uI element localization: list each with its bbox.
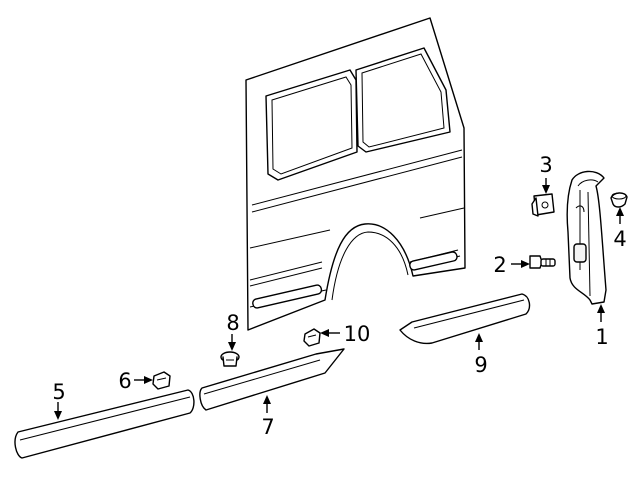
moulding-part-5 xyxy=(14,389,195,459)
side-window-rear xyxy=(355,47,451,153)
callout-1: 1 xyxy=(595,325,608,349)
callout-8: 8 xyxy=(226,311,239,335)
clip-nut-part xyxy=(531,193,555,217)
callout-5: 5 xyxy=(52,380,65,404)
clip-part-6 xyxy=(152,371,171,390)
callout-3: 3 xyxy=(539,153,552,177)
callout-9: 9 xyxy=(474,353,487,377)
callout-7: 7 xyxy=(261,415,274,439)
moulding-part-9 xyxy=(399,293,531,345)
callout-10: 10 xyxy=(344,322,371,346)
callout-leaders xyxy=(54,178,624,420)
side-window-front xyxy=(265,69,358,181)
callout-labels: 1 2 3 4 5 6 7 8 9 10 xyxy=(52,153,626,439)
mud-flap-part xyxy=(566,170,607,305)
grommet-part-8 xyxy=(220,351,240,367)
push-nut-part xyxy=(610,192,628,208)
clip-part-10 xyxy=(303,328,321,347)
moulding-part-7 xyxy=(199,348,345,411)
screw-part xyxy=(529,255,556,269)
callout-4: 4 xyxy=(613,227,626,251)
callout-2: 2 xyxy=(493,253,506,277)
callout-6: 6 xyxy=(118,369,131,393)
